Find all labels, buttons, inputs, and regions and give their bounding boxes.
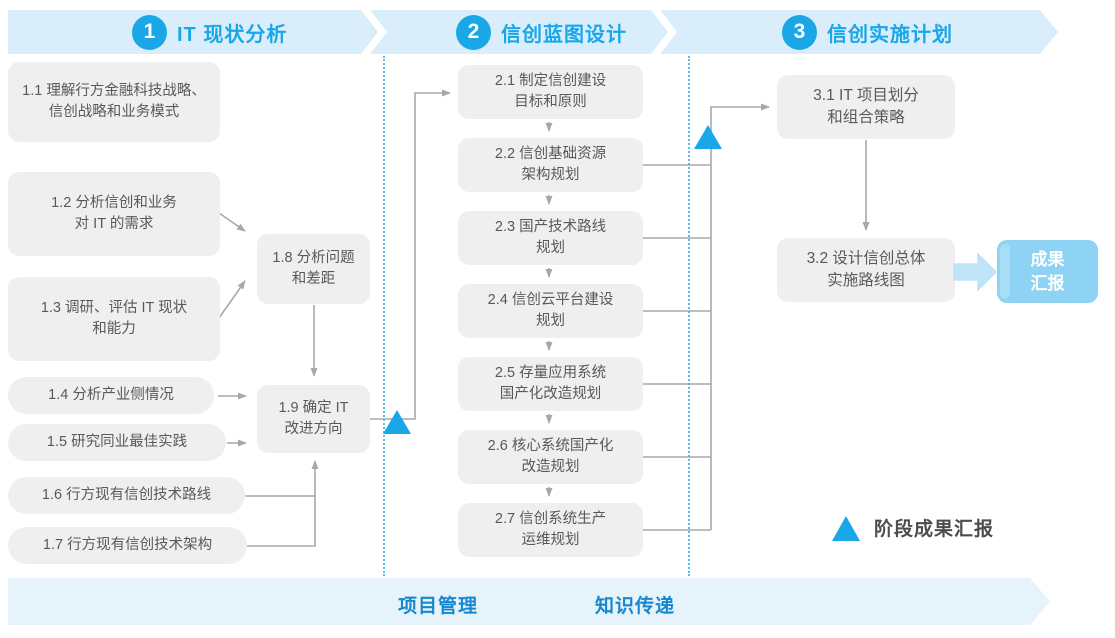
phase2-title: 信创蓝图设计	[501, 23, 627, 46]
phase-ribbon	[8, 10, 1058, 54]
phase3-header: 3 信创实施计划	[782, 14, 953, 50]
footer-label-project-management: 项目管理	[398, 596, 479, 617]
box-1-8: 1.8 分析问题 和差距	[257, 234, 370, 304]
box-1-2: 1.2 分析信创和业务 对 IT 的需求	[8, 172, 220, 256]
legend-label: 阶段成果汇报	[874, 519, 995, 540]
box-2-1: 2.1 制定信创建设 目标和原则	[458, 65, 643, 119]
result-report-box: 成果 汇报	[997, 240, 1098, 303]
phase1-number-badge: 1	[132, 14, 167, 50]
phase3-title: 信创实施计划	[827, 23, 953, 46]
legend-triangle-icon	[832, 516, 860, 541]
box-1-4: 1.4 分析产业侧情况	[8, 377, 214, 414]
milestone-triangle-icon	[694, 125, 722, 149]
box-3-2: 3.2 设计信创总体 实施路线图	[777, 238, 955, 302]
box-1-6: 1.6 行方现有信创技术路线	[8, 477, 245, 514]
box-2-2: 2.2 信创基础资源 架构规划	[458, 138, 643, 192]
milestone-triangle-icon	[383, 410, 411, 434]
box-1-1: 1.1 理解行方金融科技战略、 信创战略和业务模式	[8, 62, 220, 142]
footer-ribbon	[8, 578, 1050, 625]
box-1-3: 1.3 调研、评估 IT 现状 和能力	[8, 277, 220, 361]
phase3-number-badge: 3	[782, 14, 817, 50]
box-2-7: 2.7 信创系统生产 运维规划	[458, 503, 643, 557]
result-arrow-icon	[953, 252, 997, 292]
phase-divider	[688, 56, 690, 576]
phase2-header: 2 信创蓝图设计	[456, 14, 627, 50]
result-box-highlight	[1000, 244, 1010, 299]
box-2-5: 2.5 存量应用系统 国产化改造规划	[458, 357, 643, 411]
result-report-label: 成果 汇报	[1030, 249, 1065, 293]
box-2-6: 2.6 核心系统国产化 改造规划	[458, 430, 643, 484]
box-3-1: 3.1 IT 项目划分 和组合策略	[777, 75, 955, 139]
phase1-title: IT 现状分析	[177, 23, 288, 46]
phase-divider	[383, 56, 385, 576]
footer-label-knowledge-transfer: 知识传递	[595, 596, 676, 617]
box-1-7: 1.7 行方现有信创技术架构	[8, 527, 247, 564]
legend: 阶段成果汇报	[832, 514, 994, 541]
phase2-number-badge: 2	[456, 14, 491, 50]
phase1-header: 1 IT 现状分析	[132, 14, 287, 50]
box-2-4: 2.4 信创云平台建设 规划	[458, 284, 643, 338]
box-1-5: 1.5 研究同业最佳实践	[8, 424, 226, 461]
box-1-9: 1.9 确定 IT 改进方向	[257, 385, 370, 453]
box-2-3: 2.3 国产技术路线 规划	[458, 211, 643, 265]
